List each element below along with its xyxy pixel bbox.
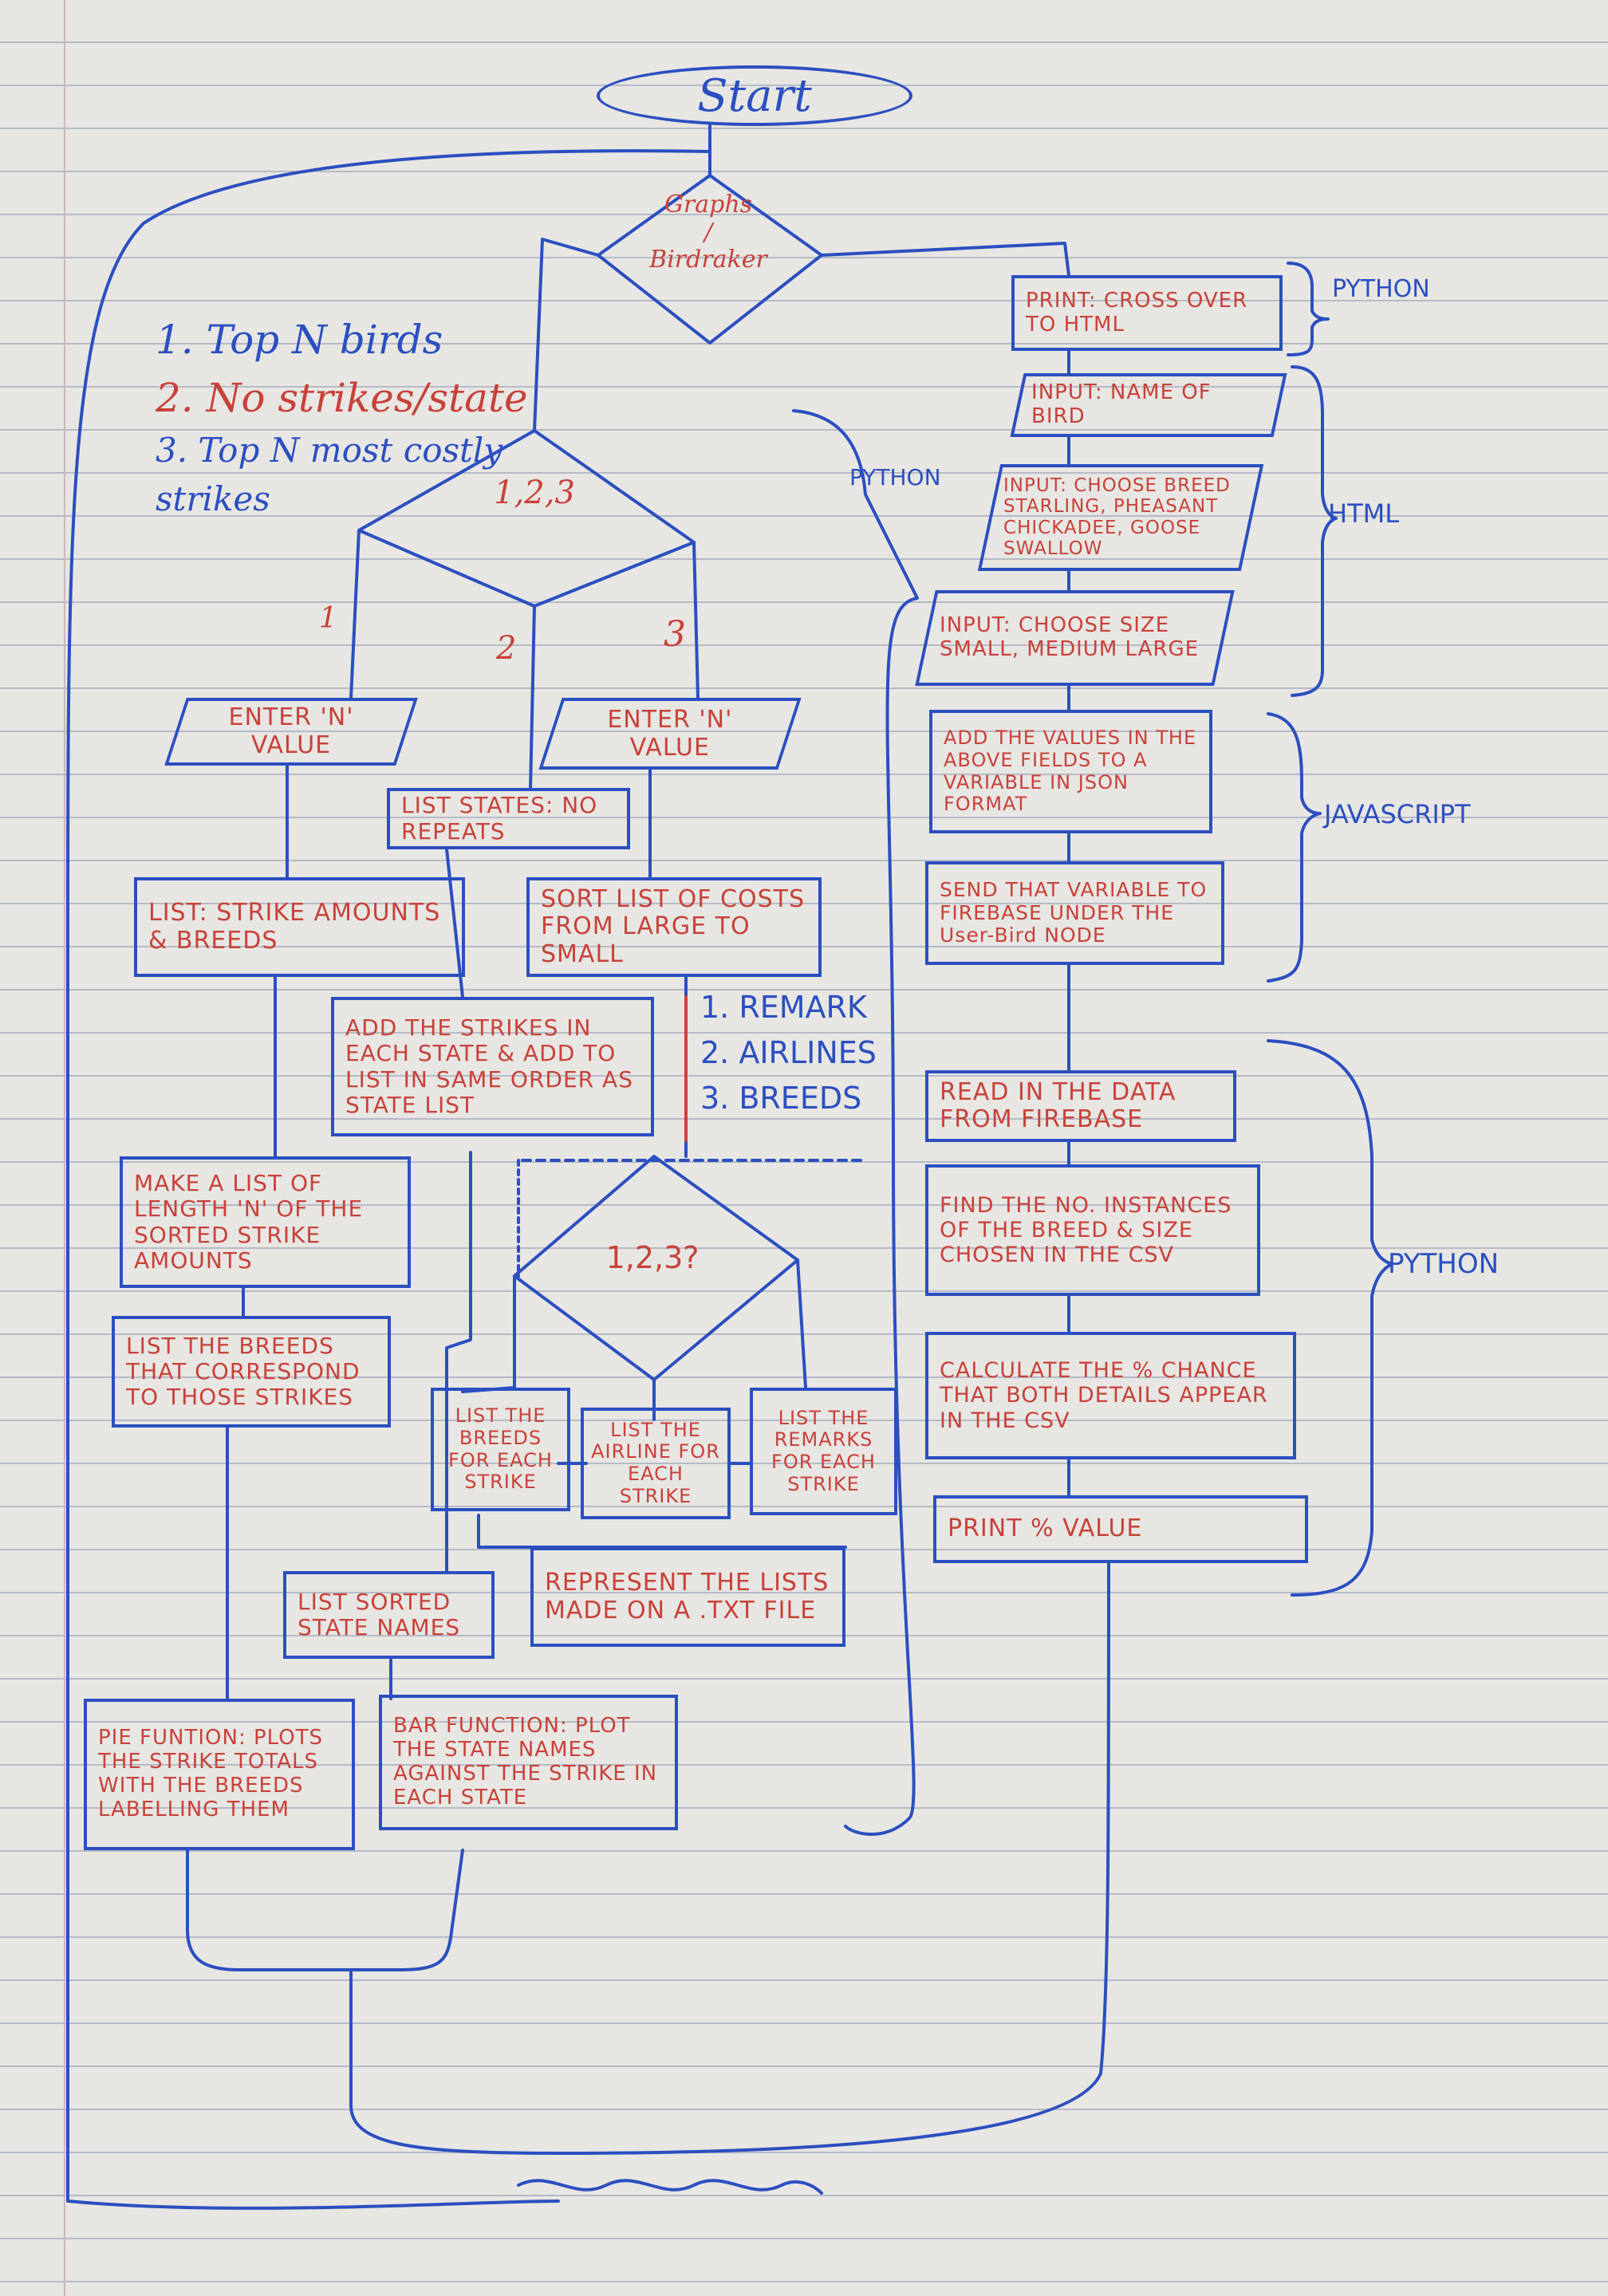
right-return-line xyxy=(557,1562,1110,2155)
lists-to-represent-line xyxy=(477,1514,847,1549)
enter-n-value-3-text: ENTER 'N' VALUE xyxy=(607,705,733,762)
bar-function-box: BAR FUNCTION: PLOT THE STATE NAMES AGAIN… xyxy=(379,1695,678,1830)
python-top-label: PYTHON xyxy=(1332,275,1430,303)
enter-n-value-3: ENTER 'N' VALUE xyxy=(538,698,802,770)
graphs-to-print-line xyxy=(820,242,1070,277)
menu-item-strikes-state: 2. No strikes/state xyxy=(156,374,528,421)
pie-bar-merge-line xyxy=(186,1849,464,1971)
sort-costs-box: SORT LIST OF COSTS FROM LARGE TO SMALL xyxy=(526,877,822,977)
calculate-chance-box: CALCULATE THE % CHANCE THAT BOTH DETAILS… xyxy=(925,1332,1296,1459)
branch-1-label: 1 xyxy=(319,602,337,635)
read-firebase-box: READ IN THE DATA FROM FIREBASE xyxy=(925,1070,1236,1142)
python-top-brace xyxy=(1287,262,1330,356)
pie-function-box: PIE FUNTION: PLOTS THE STRIKE TOTALS WIT… xyxy=(84,1699,355,1850)
list-airline-each-box: LIST THE AIRLINE FOR EACH STRIKE xyxy=(581,1408,731,1519)
python-bottom-label: PYTHON xyxy=(1388,1248,1500,1280)
graphs-text: Graphs xyxy=(664,191,753,219)
decision-123q-label: 1,2,3? xyxy=(605,1240,700,1275)
graphs-birdraker-label: Graphs / Birdraker xyxy=(629,191,788,274)
graphs-birdraker-diamond xyxy=(597,174,823,345)
menu-list: 1. Top N birds 2. No strikes/state 3. To… xyxy=(156,311,554,524)
graphs-to-decision-line xyxy=(533,238,600,432)
print-cross-over-box: PRINT: CROSS OVER TO HTML xyxy=(1011,275,1283,351)
branch-2-label: 2 xyxy=(496,630,517,667)
decision-to-remarks-line xyxy=(796,1258,807,1389)
input-choose-breed-text: INPUT: CHOOSE BREED STARLING, PHEASANT C… xyxy=(1003,475,1231,560)
python-middle-bracket xyxy=(792,409,919,1836)
page-margin-line xyxy=(64,0,65,2296)
branch-3-line xyxy=(692,541,700,699)
add-strikes-state-box: ADD THE STRIKES IN EACH STATE & ADD TO L… xyxy=(331,997,654,1136)
send-firebase-box: SEND THAT VARIABLE TO FIREBASE UNDER THE… xyxy=(925,861,1224,965)
input-choose-size-box: INPUT: CHOOSE SIZE SMALL, MEDIUM LARGE xyxy=(915,590,1235,686)
list-remarks-each-box: LIST THE REMARKS FOR EACH STRIKE xyxy=(750,1388,897,1515)
make-list-n-box: MAKE A LIST OF LENGTH 'N' OF THE SORTED … xyxy=(120,1156,411,1288)
find-instances-box: FIND THE NO. INSTANCES OF THE BREED & SI… xyxy=(925,1164,1260,1296)
branch-1-line xyxy=(349,529,361,699)
slash-text: / xyxy=(704,218,713,246)
input-name-bird-box: INPUT: NAME OF BIRD xyxy=(1010,373,1287,437)
menu-item-costly-strikes: 3. Top N most costly strikes xyxy=(156,431,503,518)
list-sorted-states-box: LIST SORTED STATE NAMES xyxy=(283,1571,495,1659)
represent-lists-box: REPRESENT THE LISTS MADE ON A .TXT FILE xyxy=(530,1547,845,1647)
merge-to-bottom-line xyxy=(349,1968,560,2155)
print-value-box: PRINT % VALUE xyxy=(933,1495,1308,1563)
remark-options-list: 1. REMARK 2. AIRLINES 3. BREEDS xyxy=(700,985,877,1121)
option-airlines: 2. AIRLINES xyxy=(700,1035,877,1070)
enter-n-value-1-text: ENTER 'N' VALUE xyxy=(228,703,354,759)
outer-return-loop xyxy=(65,149,711,2210)
start-node: Start xyxy=(597,65,912,126)
enter-n-value-1: ENTER 'N' VALUE xyxy=(164,698,418,766)
list-strike-amounts-box: LIST: STRIKE AMOUNTS & BREEDS xyxy=(134,877,465,977)
list-breeds-each-box: LIST THE BREEDS FOR EACH STRIKE xyxy=(431,1388,570,1511)
decision-123-label: 1,2,3 xyxy=(494,475,575,511)
python-middle-label: PYTHON xyxy=(849,464,941,490)
list-breeds-strikes-box: LIST THE BREEDS THAT CORRESPOND TO THOSE… xyxy=(112,1316,391,1428)
javascript-label: JAVASCRIPT xyxy=(1324,799,1471,829)
input-choose-breed-box: INPUT: CHOOSE BREED STARLING, PHEASANT C… xyxy=(977,464,1264,571)
birdraker-text: Birdraker xyxy=(649,246,767,274)
input-choose-size-text: INPUT: CHOOSE SIZE SMALL, MEDIUM LARGE xyxy=(940,613,1200,661)
branch-3-label: 3 xyxy=(664,614,686,655)
python-bottom-brace xyxy=(1267,1039,1393,1597)
states-to-add-line xyxy=(445,848,464,998)
html-label: HTML xyxy=(1328,498,1400,529)
option-remark: 1. REMARK xyxy=(700,990,867,1025)
option-breeds: 3. BREEDS xyxy=(700,1081,862,1116)
list-states-box: LIST STATES: NO REPEATS xyxy=(387,788,630,849)
branch-2-line xyxy=(529,605,536,791)
add-values-json-box: ADD THE VALUES IN THE ABOVE FIELDS TO A … xyxy=(929,710,1212,833)
end-squiggle xyxy=(517,2179,823,2195)
menu-item-top-n-birds: 1. Top N birds xyxy=(156,317,443,363)
html-brace xyxy=(1291,365,1338,697)
javascript-brace xyxy=(1267,712,1322,983)
input-name-bird-text: INPUT: NAME OF BIRD xyxy=(1031,380,1212,428)
add-to-sorted-line xyxy=(445,1151,472,1573)
